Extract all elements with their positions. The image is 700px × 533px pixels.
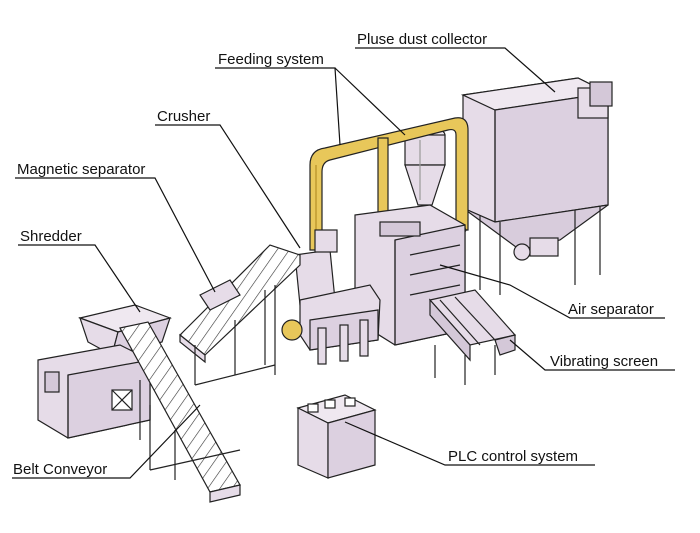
label-crusher: Crusher	[157, 108, 211, 125]
label-feeding-system: Feeding system	[218, 51, 324, 68]
dust-collector	[460, 77, 613, 295]
label-plc-control-system: PLC control system	[448, 448, 579, 465]
belt-conveyor	[119, 321, 241, 503]
label-belt-conveyor: Belt Conveyor	[13, 461, 108, 478]
leader-lines	[12, 47, 675, 479]
label-vibrating-screen: Vibrating screen	[550, 353, 659, 370]
cyclone	[404, 126, 446, 206]
label-magnetic-separator: Magnetic separator	[17, 161, 146, 178]
label-dust-collector: Pluse dust collector	[357, 31, 488, 48]
magnetic-separator	[179, 244, 301, 386]
vibrating-screen	[428, 289, 517, 385]
crusher	[281, 229, 381, 365]
label-air-separator: Air separator	[568, 301, 654, 318]
label-shredder: Shredder	[20, 228, 82, 245]
plc-cabinet	[296, 394, 377, 479]
